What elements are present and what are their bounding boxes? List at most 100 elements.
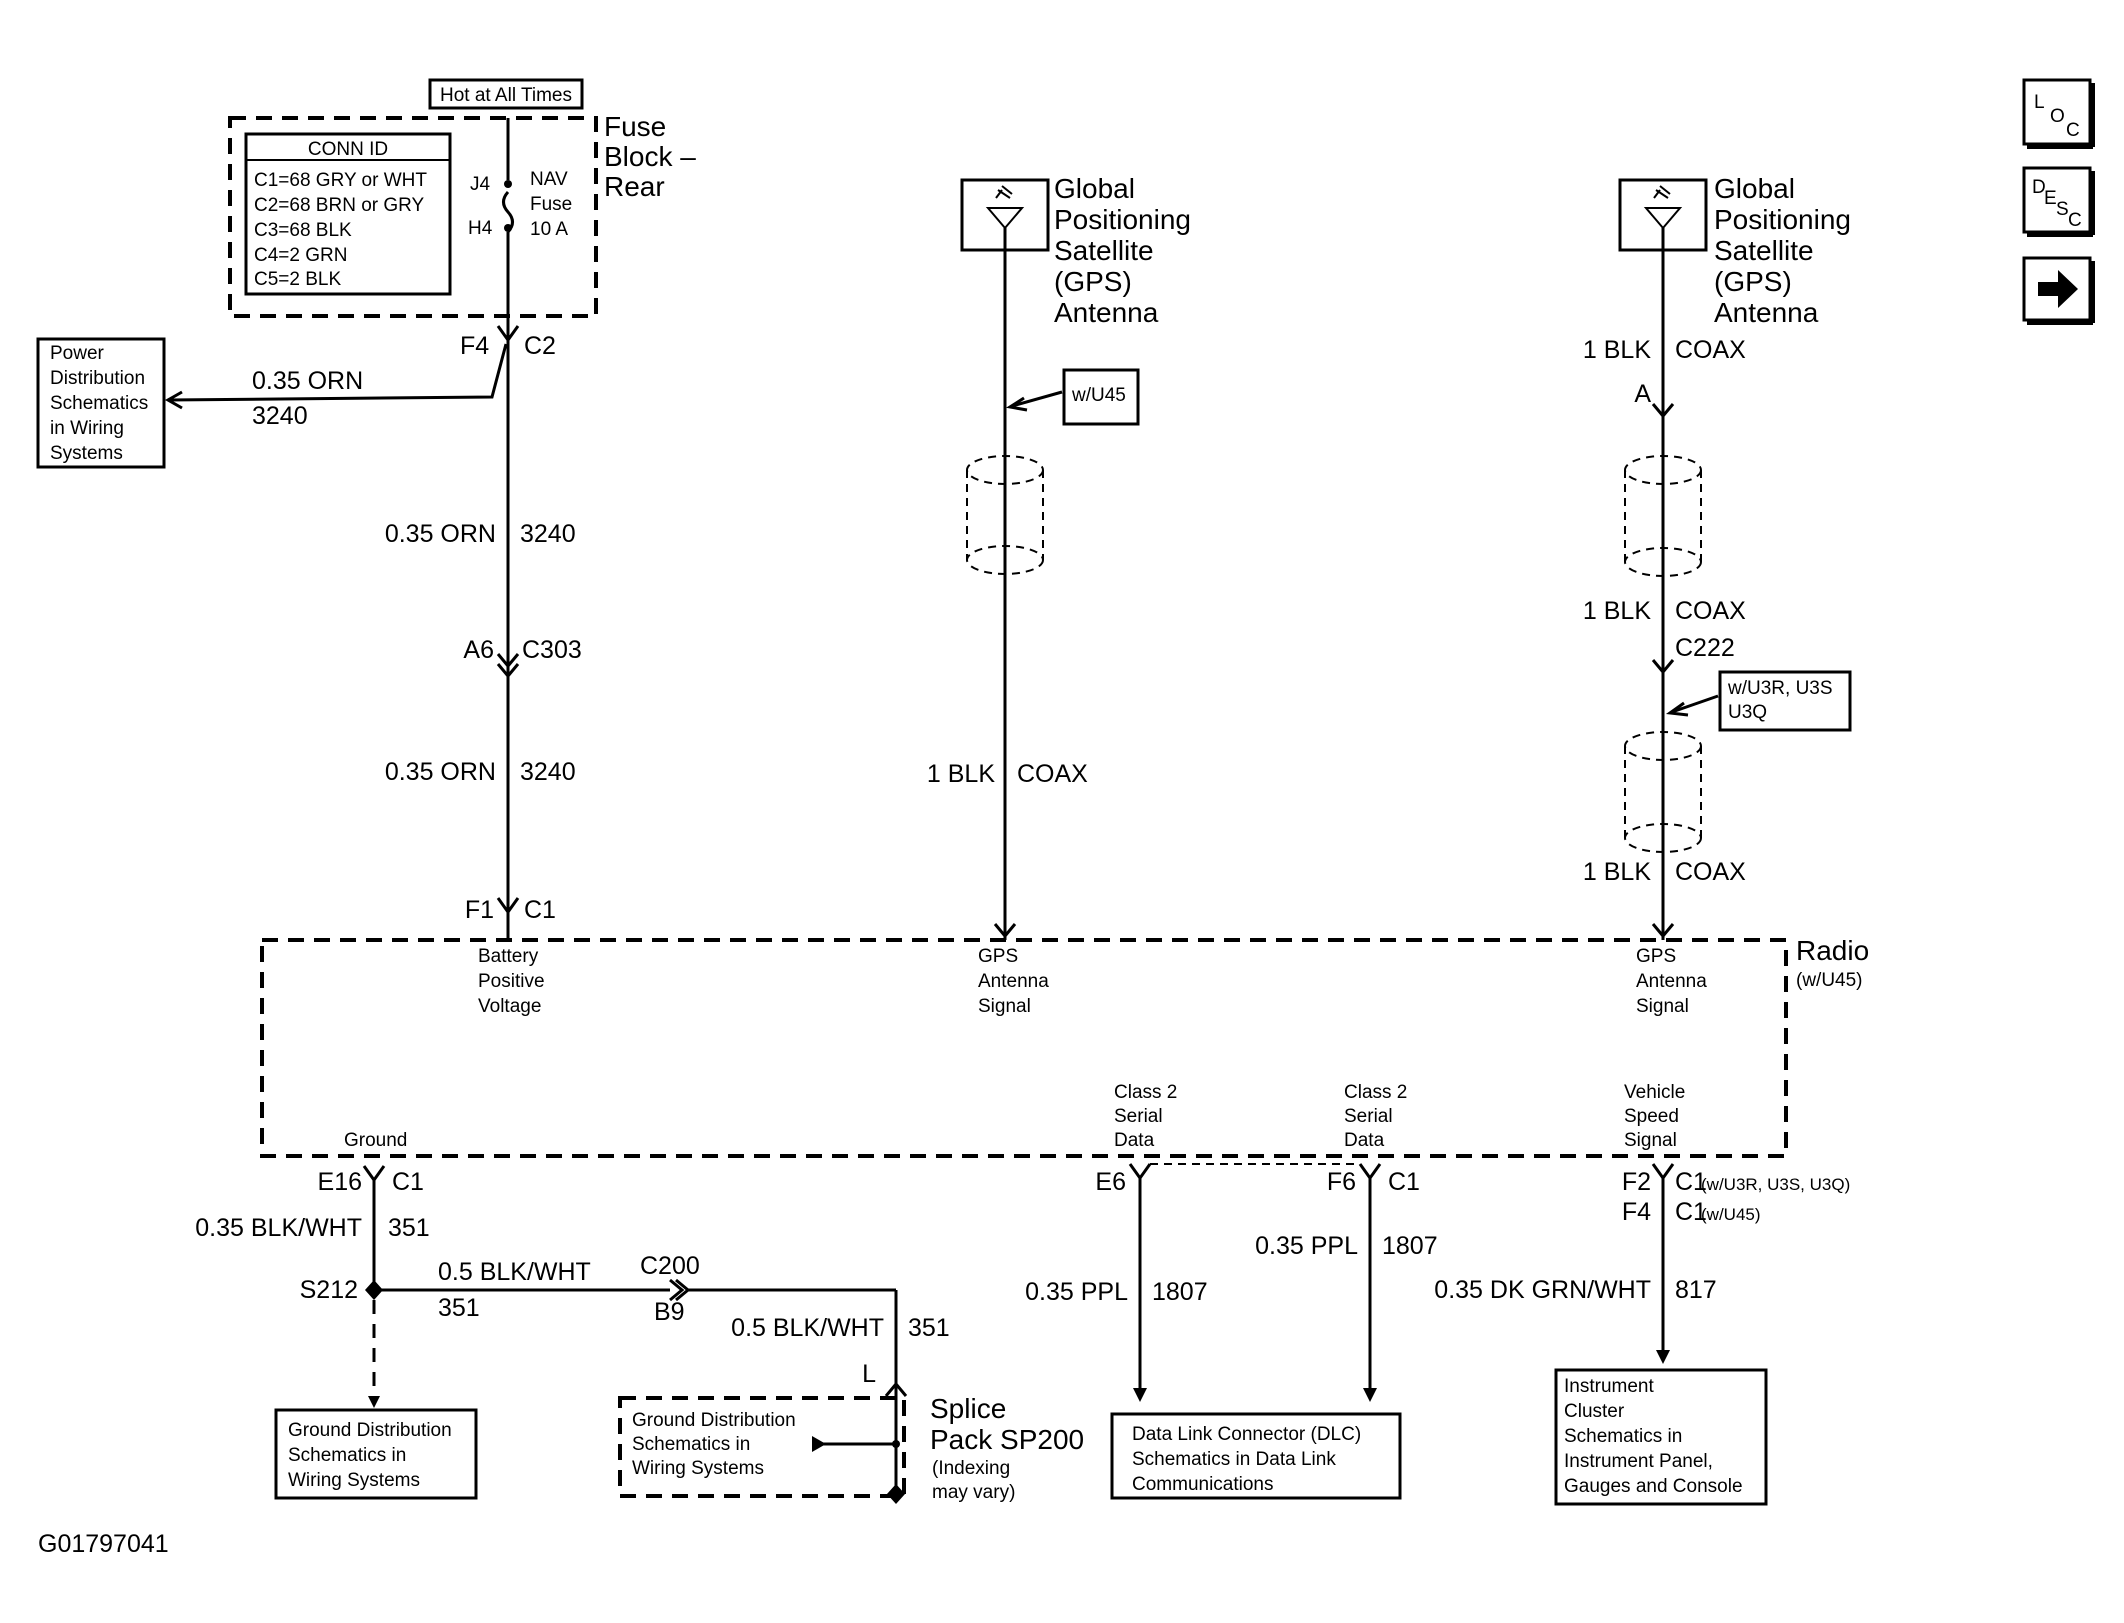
wire1-circuit: 3240 bbox=[520, 520, 576, 548]
pin-vss-3: Signal bbox=[1624, 1130, 1677, 1151]
connector-e16-id: C1 bbox=[392, 1168, 424, 1196]
data-wire1-size: 0.35 PPL bbox=[1025, 1278, 1128, 1306]
dlc-line-1: Data Link Connector (DLC) bbox=[1132, 1424, 1361, 1445]
loc-letter-1: L bbox=[2034, 92, 2045, 113]
coax-shield-3 bbox=[1624, 823, 1702, 853]
next-button[interactable] bbox=[2022, 256, 2095, 325]
splice-pack-note-1: (Indexing bbox=[932, 1458, 1010, 1479]
dlc-line-3: Communications bbox=[1132, 1474, 1274, 1495]
connector-c222-id: C222 bbox=[1675, 634, 1735, 662]
splice-pack-node bbox=[887, 1484, 905, 1504]
gps1-wire-type: COAX bbox=[1017, 760, 1088, 788]
vss-id-1: C1 bbox=[1675, 1168, 1707, 1196]
gps1-label-2: Positioning bbox=[1054, 204, 1191, 235]
antenna-1-icon bbox=[985, 207, 1025, 230]
pin-class2b-1: Class 2 bbox=[1344, 1082, 1407, 1103]
fuse-block-title-1: Fuse bbox=[604, 111, 666, 142]
connector-c1-id: C1 bbox=[524, 896, 556, 924]
ground-dist-line-2: Schematics in bbox=[288, 1445, 406, 1466]
connector-c200-id: C200 bbox=[640, 1252, 700, 1280]
data-wire2-size: 0.35 PPL bbox=[1255, 1232, 1358, 1260]
branch-wire-circuit: 3240 bbox=[252, 402, 308, 430]
radio-title: Radio bbox=[1796, 935, 1869, 966]
pin-vss-1: Vehicle bbox=[1624, 1082, 1685, 1103]
loc-letter-2: O bbox=[2050, 106, 2065, 127]
desc-letter-2: E bbox=[2044, 188, 2057, 209]
pin-battery-2: Positive bbox=[478, 971, 545, 992]
fuse-pin-j4: J4 bbox=[470, 174, 491, 195]
gps-antenna-1-circuit: Global Positioning Satellite (GPS) Anten… bbox=[927, 173, 1191, 940]
splice-pack-inner-2: Schematics in bbox=[632, 1434, 750, 1455]
pin-class2b-3: Data bbox=[1344, 1130, 1385, 1151]
gps1-wire: 1 BLK bbox=[927, 760, 995, 788]
connector-f6-symbol bbox=[1358, 1163, 1382, 1181]
pin-gps2-3: Signal bbox=[1636, 996, 1689, 1017]
gps2-wire3-type: COAX bbox=[1675, 858, 1746, 886]
splice-pack-inner-3: Wiring Systems bbox=[632, 1458, 764, 1479]
wire2-circuit: 3240 bbox=[520, 758, 576, 786]
power-distribution-box bbox=[36, 337, 166, 469]
fuse-label-3: 10 A bbox=[530, 219, 568, 240]
hot-at-all-times-box bbox=[428, 78, 584, 110]
hot-at-all-times-label: Hot at All Times bbox=[440, 85, 572, 106]
connector-c2-pin: F4 bbox=[460, 332, 489, 360]
pin-battery-1: Battery bbox=[478, 946, 539, 967]
gps2-label-1: Global bbox=[1714, 173, 1795, 204]
connector-b9-pin: B9 bbox=[654, 1298, 685, 1326]
splice-pack-outline bbox=[618, 1396, 906, 1498]
radio-module: Radio (w/U45) Battery Positive Voltage G… bbox=[260, 935, 1869, 1158]
connector-f6-id: C1 bbox=[1388, 1168, 1420, 1196]
ground-distribution-box bbox=[274, 1408, 478, 1500]
connector-c1-pin: F1 bbox=[465, 896, 494, 924]
cluster-line-3: Schematics in bbox=[1564, 1426, 1682, 1447]
connector-e16-pin: E16 bbox=[318, 1168, 362, 1196]
desc-letter-4: C bbox=[2068, 210, 2082, 231]
pin-gps2-1: GPS bbox=[1636, 946, 1676, 967]
desc-button[interactable]: D E S C bbox=[2022, 166, 2095, 237]
pin-class2a-2: Serial bbox=[1114, 1106, 1163, 1127]
gps1-label-4: (GPS) bbox=[1054, 266, 1132, 297]
data-wire2-circuit: 1807 bbox=[1382, 1232, 1438, 1260]
vss-id-2: C1 bbox=[1675, 1198, 1707, 1226]
gps1-label-3: Satellite bbox=[1054, 235, 1154, 266]
connector-l-symbol bbox=[884, 1381, 908, 1397]
pin-vss-2: Speed bbox=[1624, 1106, 1679, 1127]
pin-gps1-1: GPS bbox=[978, 946, 1018, 967]
desc-letter-3: S bbox=[2056, 199, 2069, 220]
wire2-size: 0.35 ORN bbox=[385, 758, 496, 786]
connector-a-symbol bbox=[1651, 403, 1675, 419]
fuse-symbol bbox=[502, 190, 514, 234]
loc-button[interactable]: L O C bbox=[2022, 78, 2095, 149]
ground-wire3-size: 0.5 BLK/WHT bbox=[731, 1314, 884, 1342]
fuse-label-2: Fuse bbox=[530, 194, 572, 215]
vss-note-1: (w/U3R, U3S, U3Q) bbox=[1701, 1175, 1850, 1194]
splice-pack-note-2: may vary) bbox=[932, 1482, 1015, 1503]
radio-subtitle: (w/U45) bbox=[1796, 970, 1863, 991]
gps2-label-4: (GPS) bbox=[1714, 266, 1792, 297]
power-dist-line-5: Systems bbox=[50, 443, 123, 464]
power-dist-line-2: Distribution bbox=[50, 368, 145, 389]
splice-s212-label: S212 bbox=[300, 1276, 358, 1304]
left-power-circuit: F4 C2 0.35 ORN 3240 Power Distribution S… bbox=[36, 316, 582, 940]
pin-ground: Ground bbox=[344, 1130, 407, 1151]
ground-wire1-circuit: 351 bbox=[388, 1214, 430, 1242]
ground-wire1-size: 0.35 BLK/WHT bbox=[195, 1214, 362, 1242]
right-arrow-icon bbox=[2038, 270, 2078, 308]
fuse-block: Hot at All Times Fuse Block – Rear CONN … bbox=[228, 78, 696, 318]
option-w-u45-box bbox=[1062, 368, 1140, 426]
fuse-block-outline bbox=[228, 116, 598, 318]
ground-wire2-circuit: 351 bbox=[438, 1294, 480, 1322]
ground-circuit: E16 C1 0.35 BLK/WHT 351 S212 Ground Dist… bbox=[195, 1165, 1084, 1504]
gps2-wire1-type: COAX bbox=[1675, 336, 1746, 364]
connector-e6-symbol bbox=[1128, 1163, 1152, 1181]
vss-pin-1: F2 bbox=[1622, 1168, 1651, 1196]
pin-gps1-3: Signal bbox=[978, 996, 1031, 1017]
gps2-wire3: 1 BLK bbox=[1583, 858, 1651, 886]
connector-f6-pin: F6 bbox=[1327, 1168, 1356, 1196]
connector-c2-symbol bbox=[496, 325, 520, 343]
gps2-wire1: 1 BLK bbox=[1583, 336, 1651, 364]
conn-id-3: C3=68 BLK bbox=[254, 220, 352, 241]
gps2-label-2: Positioning bbox=[1714, 204, 1851, 235]
cluster-line-2: Cluster bbox=[1564, 1401, 1625, 1422]
gps1-label-1: Global bbox=[1054, 173, 1135, 204]
